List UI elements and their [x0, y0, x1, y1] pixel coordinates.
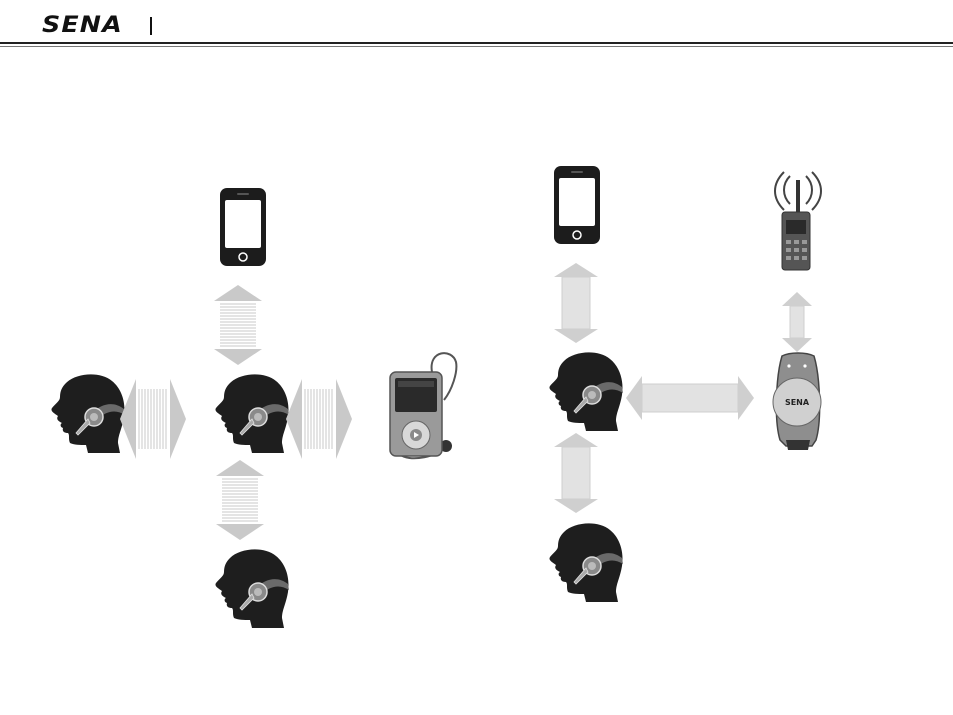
rider-head-icon	[549, 523, 623, 602]
double-arrow-icon	[214, 285, 262, 365]
double-arrow-icon	[120, 379, 186, 459]
double-arrow-icon	[626, 376, 754, 420]
bluetooth-adapter-icon: SENA	[773, 353, 821, 450]
rider-head-icon	[215, 374, 289, 453]
double-arrow-icon	[554, 263, 598, 343]
rider-head-icon	[51, 374, 125, 453]
double-arrow-icon	[782, 292, 812, 352]
smartphone-icon	[554, 166, 600, 244]
double-arrow-icon	[286, 379, 352, 459]
double-arrow-icon	[554, 433, 598, 513]
rider-head-icon	[549, 352, 623, 431]
adapter-logo: SENA	[785, 398, 810, 407]
rider-head-icon	[215, 549, 289, 628]
mp3-player-icon	[390, 353, 456, 458]
double-arrow-icon	[216, 460, 264, 540]
smartphone-icon	[220, 188, 266, 266]
two-way-radio-icon	[775, 172, 821, 270]
